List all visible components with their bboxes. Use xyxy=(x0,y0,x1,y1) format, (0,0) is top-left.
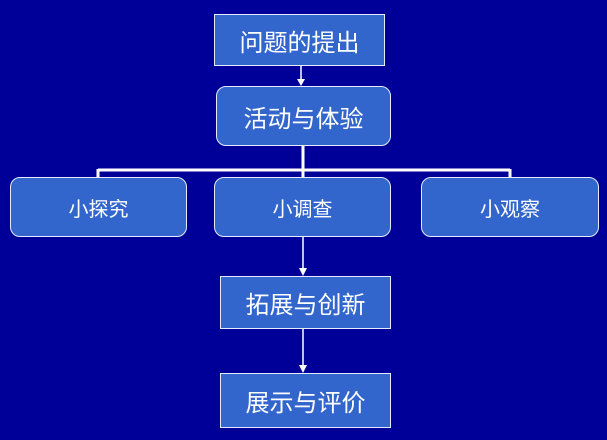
node-small-survey: 小调查 xyxy=(214,177,391,237)
arrowhead-survey-to-expand xyxy=(299,268,307,276)
node-expansion-innovation: 拓展与创新 xyxy=(220,276,391,329)
node-small-observation: 小观察 xyxy=(421,177,599,237)
arrowhead-problem-to-activity xyxy=(297,79,305,86)
node-activity-experience: 活动与体验 xyxy=(216,86,391,146)
node-presentation-evaluation: 展示与评价 xyxy=(220,373,391,428)
arrowhead-expand-to-present xyxy=(299,365,307,373)
node-small-exploration: 小探究 xyxy=(10,177,187,237)
node-problem-raising: 问题的提出 xyxy=(214,14,385,66)
